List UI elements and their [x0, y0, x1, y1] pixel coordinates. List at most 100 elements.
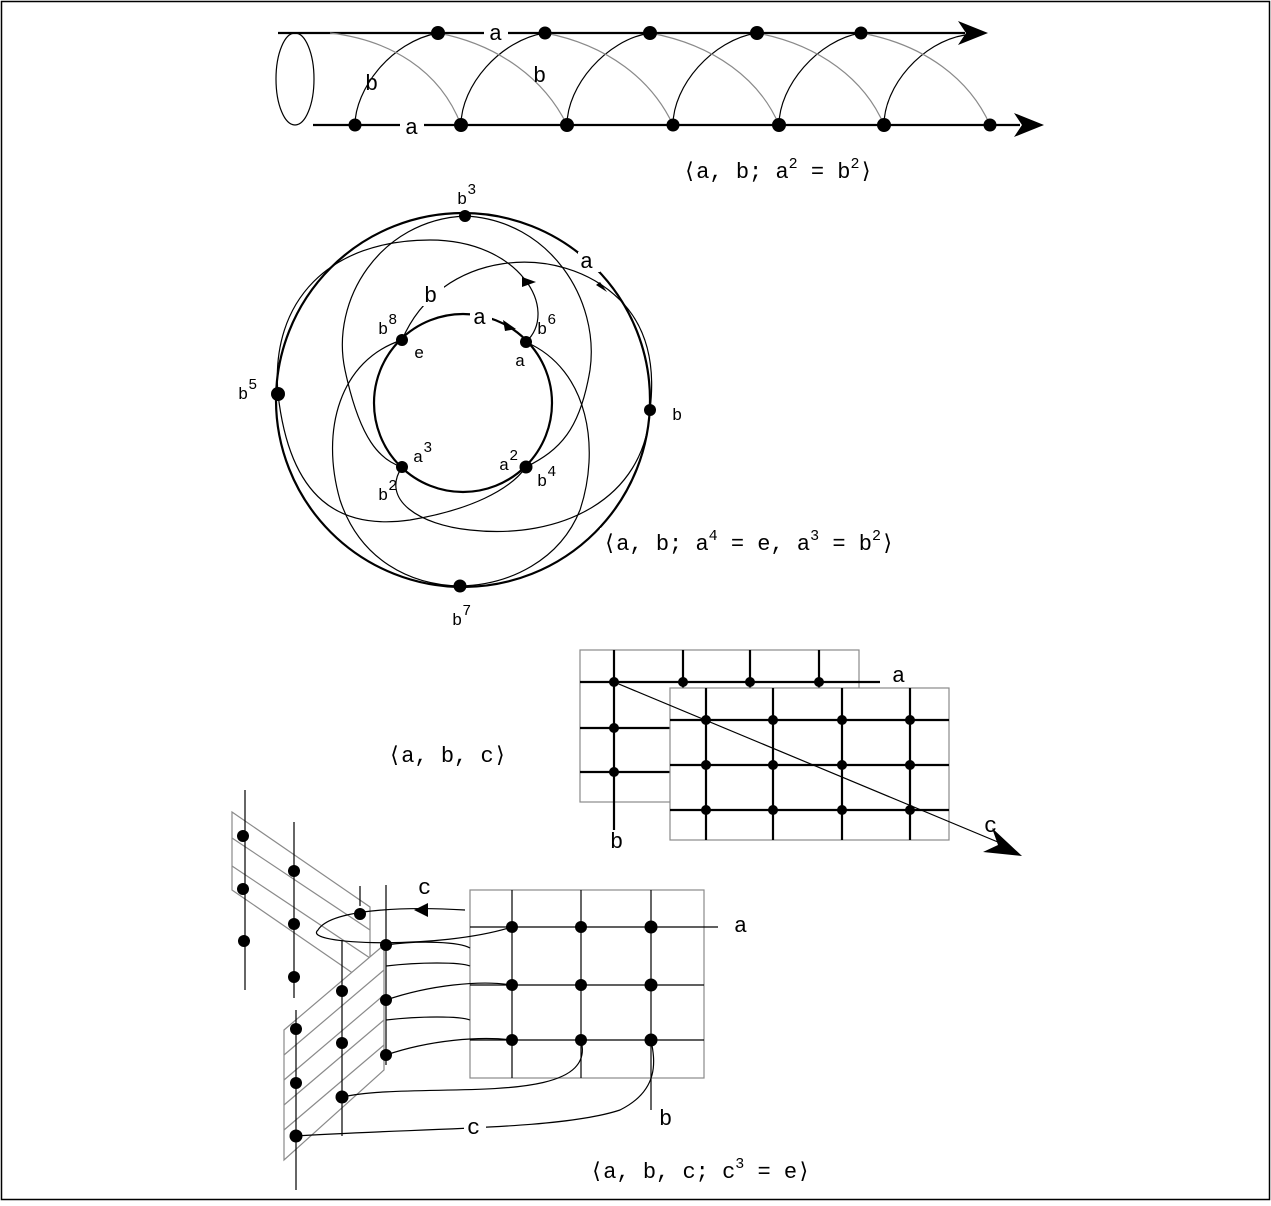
c-arrowhead [983, 828, 1022, 856]
edge-label-c: c [984, 814, 997, 839]
c-connector [385, 941, 471, 949]
vertex [560, 118, 574, 132]
vertex [506, 921, 518, 933]
vertex [701, 760, 711, 770]
vertex [609, 723, 619, 733]
b-loop [341, 215, 466, 468]
back-b-arc [860, 32, 991, 126]
leaf-grid-line [283, 994, 385, 1081]
inner-a-arrowhead [503, 320, 516, 331]
vertex [354, 908, 366, 920]
vertex [336, 985, 348, 997]
vertex [237, 830, 249, 842]
vertex-label-b5: b5 [238, 377, 257, 405]
label-gap [484, 22, 508, 42]
book-presentation: ⟨a, b, c; c3 = e⟩ [590, 1156, 810, 1185]
edge-label-a: a [734, 914, 747, 939]
cylinder-presentation: ⟨a, b; a2 = b2⟩ [683, 156, 873, 185]
vertex [271, 387, 285, 401]
vertex [745, 677, 755, 687]
edge-label-b: b [610, 830, 623, 855]
vertex [644, 978, 658, 992]
vertex-label-b3: b3 [457, 182, 476, 210]
leaf-grid-line [283, 969, 385, 1056]
vertex [905, 760, 915, 770]
planes-presentation: ⟨a, b, c⟩ [388, 744, 507, 769]
vertex [431, 26, 445, 40]
vertex [644, 404, 656, 416]
top-axis-arrowhead [958, 21, 988, 45]
b-arc [566, 32, 651, 126]
vertex-label-b: b [672, 407, 682, 426]
c-connector [385, 982, 513, 1001]
vertex [983, 118, 997, 132]
c-connector [385, 1016, 471, 1021]
edge-label-a-bottom: a [405, 116, 418, 141]
vertex [678, 677, 688, 687]
vertex [837, 760, 847, 770]
vertex [750, 26, 764, 40]
leaf-grid-line [231, 865, 371, 959]
label-gap [400, 114, 424, 134]
b-arc [672, 32, 758, 126]
vertex [396, 334, 408, 346]
vertex-label-b4: b4 [537, 464, 556, 492]
vertex [380, 939, 392, 951]
vertex [396, 461, 408, 473]
edge-label-b-mid: b [533, 64, 546, 89]
vertex-label-a2: a2 [499, 448, 518, 476]
b-arc [354, 32, 439, 126]
b-arc [460, 32, 546, 126]
label-gap [470, 308, 492, 328]
edge-label-a-top: a [489, 22, 502, 47]
vertex-label-b6: b6 [537, 312, 556, 340]
b-loop [276, 239, 539, 395]
vertex [837, 805, 847, 815]
inner-a-label: a [473, 306, 486, 331]
vertex [380, 994, 392, 1006]
edge-label-c-bottom: c [467, 1116, 480, 1141]
vertex [520, 336, 532, 348]
edge-label-c-top: c [418, 876, 431, 901]
vertex-label-a3: a3 [413, 440, 432, 468]
vertex [575, 921, 587, 933]
b-loop [395, 409, 651, 533]
circle-presentation: ⟨a, b; a4 = e, a3 = b2⟩ [603, 528, 894, 557]
vertex [575, 979, 587, 991]
planes-panel: a b c ⟨a, b, c⟩ [388, 649, 1022, 856]
vertex [772, 118, 786, 132]
b-loop [401, 261, 653, 411]
vertex [609, 677, 619, 687]
vertex [506, 979, 518, 991]
back-b-arc [329, 32, 462, 126]
b-loop [331, 339, 461, 587]
vertex [519, 460, 533, 474]
label-gap [600, 528, 955, 558]
front-leaf [283, 943, 385, 1162]
vertex [768, 805, 778, 815]
vertex [289, 1129, 303, 1143]
vertex [288, 918, 300, 930]
c-connector [385, 962, 471, 967]
vertex [453, 579, 467, 593]
vertex [768, 760, 778, 770]
vertex [290, 1023, 302, 1035]
leaf-grid-line [283, 1044, 385, 1131]
c-connector [385, 1037, 513, 1056]
vertex [288, 971, 300, 983]
c-arrowhead [414, 903, 428, 917]
back-b-arc [544, 32, 674, 126]
vertex [335, 1090, 349, 1104]
vertex-label-a: a [515, 353, 525, 372]
vertex [288, 865, 300, 877]
vertex [290, 1077, 302, 1089]
back-b-arc [756, 32, 885, 126]
outer-a-label: a [580, 250, 593, 275]
vertex [609, 767, 619, 777]
vertex [348, 118, 362, 132]
vertex [459, 210, 471, 222]
c-connector [341, 1039, 583, 1098]
vertex [238, 935, 250, 947]
vertex [837, 715, 847, 725]
